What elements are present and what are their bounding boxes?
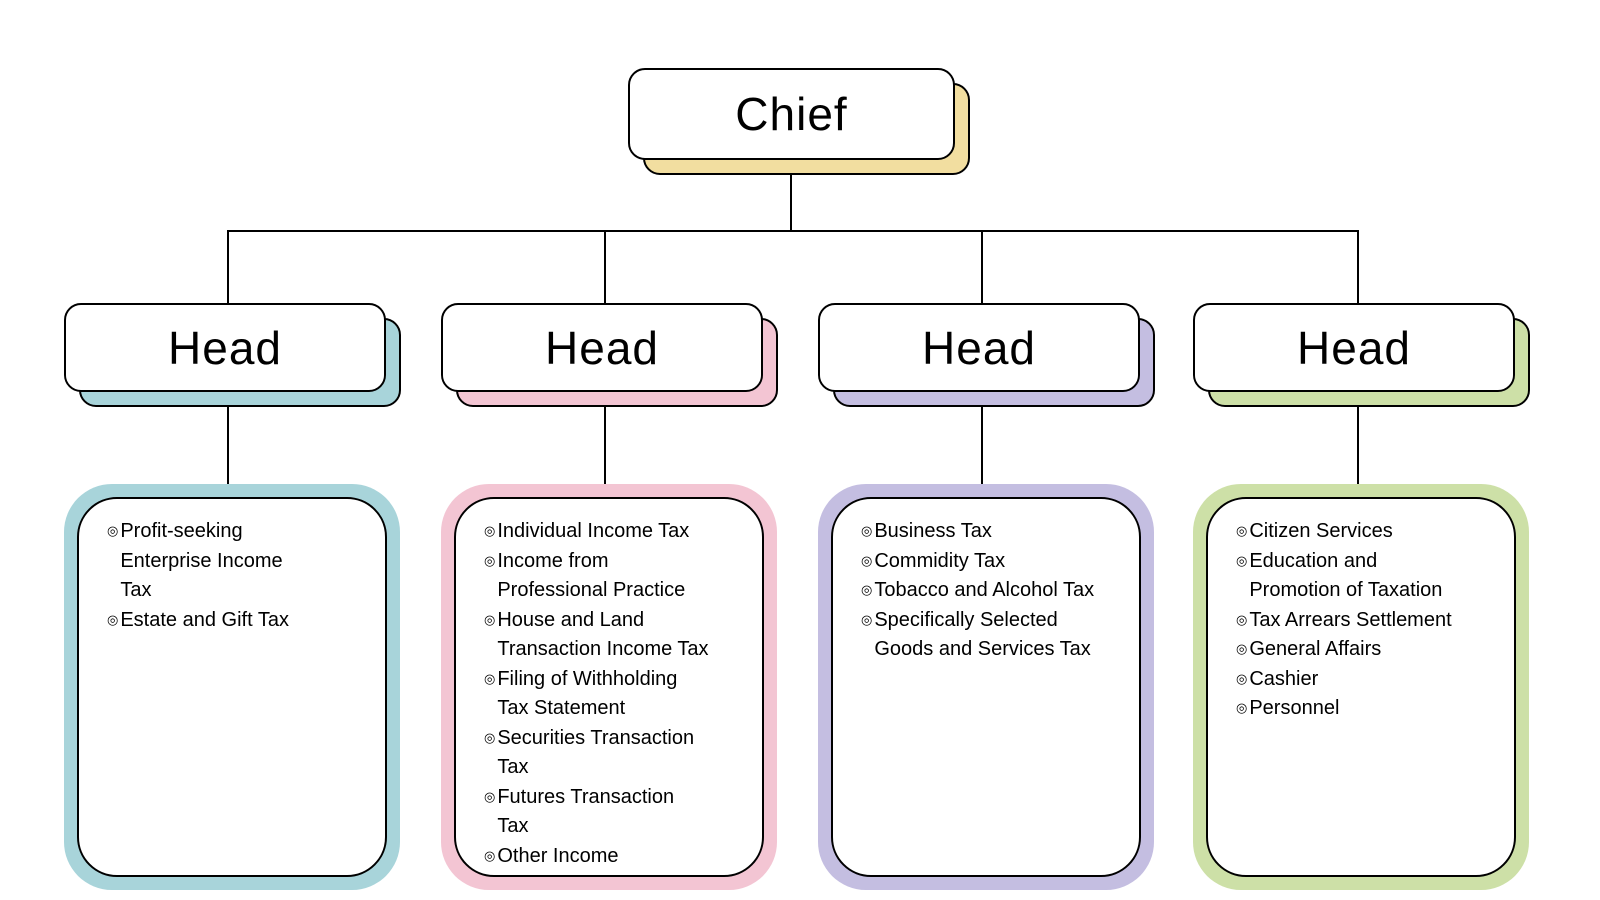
list-box-3: ◎ Business Tax ◎ Commidity Tax ◎ Tobacco… bbox=[818, 484, 1154, 890]
head-node-1-face: Head bbox=[64, 303, 386, 392]
bullseye-bullet-icon: ◎ bbox=[1236, 524, 1248, 539]
list-item-text: House and Land Transaction Income Tax bbox=[497, 608, 709, 661]
list-item-text: Profit-seeking Enterprise Income Tax bbox=[120, 520, 283, 601]
bullseye-bullet-icon: ◎ bbox=[484, 848, 496, 864]
head-label-4: Head bbox=[1297, 321, 1411, 374]
bullseye-bullet-icon: ◎ bbox=[484, 789, 496, 805]
list-item-text: Specifically Selected Goods and Services… bbox=[874, 608, 1091, 661]
list-item-text: Other Income bbox=[497, 844, 619, 867]
list-item: ◎ Individual Income Tax bbox=[484, 517, 754, 547]
list-box-2-inner: ◎ Individual Income Tax ◎ Income from Pr… bbox=[454, 497, 764, 877]
list-box-4: ◎ Citizen Services ◎ Education and Promo… bbox=[1193, 484, 1529, 890]
head-node-1: Head bbox=[64, 303, 401, 407]
list-item: ◎ Citizen Services bbox=[1236, 517, 1506, 547]
list-item: ◎ Other Income bbox=[484, 842, 754, 872]
head-node-2-face: Head bbox=[441, 303, 763, 392]
list-item: ◎ General Affairs bbox=[1236, 635, 1506, 665]
list-item-text: Income from Professional Practice bbox=[497, 549, 686, 602]
list-item: ◎ House and Land Transaction Income Tax bbox=[484, 606, 754, 665]
list-item: ◎ Filing of Withholding Tax Statement bbox=[484, 665, 754, 724]
list-item-text: Filing of Withholding Tax Statement bbox=[497, 667, 678, 720]
bullseye-bullet-icon: ◎ bbox=[1236, 701, 1248, 716]
list-item-text: Securities Transaction Tax bbox=[497, 726, 695, 779]
bullseye-bullet-icon: ◎ bbox=[484, 612, 496, 628]
bullseye-bullet-icon: ◎ bbox=[107, 524, 119, 539]
bullseye-bullet-icon: ◎ bbox=[861, 583, 873, 598]
list-item: ◎ Income from Professional Practice bbox=[484, 547, 754, 606]
list-box-1-inner: ◎ Profit-seeking Enterprise Income Tax ◎… bbox=[77, 497, 387, 877]
list-item: ◎ Business Tax bbox=[861, 517, 1131, 547]
bullseye-bullet-icon: ◎ bbox=[861, 553, 873, 569]
head-label-2: Head bbox=[545, 321, 659, 374]
list-item-text: Tobacco and Alcohol Tax bbox=[874, 579, 1095, 601]
list-item-text: Tax Arrears Settlement bbox=[1249, 608, 1452, 631]
list-item: ◎ Tobacco and Alcohol Tax bbox=[861, 576, 1131, 606]
bullseye-bullet-icon: ◎ bbox=[484, 524, 496, 539]
list-item: ◎ Profit-seeking Enterprise Income Tax bbox=[107, 517, 377, 606]
bullseye-bullet-icon: ◎ bbox=[861, 612, 873, 628]
head-node-2: Head bbox=[441, 303, 778, 407]
list-item: ◎ Specifically Selected Goods and Servic… bbox=[861, 606, 1131, 665]
bullseye-bullet-icon: ◎ bbox=[484, 730, 496, 746]
list-item-text: Commidity Tax bbox=[874, 549, 1006, 572]
list-item: ◎ Education and Promotion of Taxation bbox=[1236, 547, 1506, 606]
list-item-text: Individual Income Tax bbox=[497, 520, 690, 542]
bullseye-bullet-icon: ◎ bbox=[484, 671, 496, 687]
list-box-4-inner: ◎ Citizen Services ◎ Education and Promo… bbox=[1206, 497, 1516, 877]
head-label-1: Head bbox=[168, 321, 282, 374]
list-item: ◎ Futures Transaction Tax bbox=[484, 783, 754, 842]
list-item: ◎ Securities Transaction Tax bbox=[484, 724, 754, 783]
bullseye-bullet-icon: ◎ bbox=[1236, 642, 1248, 657]
list-item-text: Estate and Gift Tax bbox=[120, 608, 289, 631]
list-item-text: Citizen Services bbox=[1249, 520, 1393, 542]
list-item-text: Futures Transaction Tax bbox=[497, 785, 675, 838]
list-item-text: Education and Promotion of Taxation bbox=[1249, 549, 1443, 602]
head-node-4: Head bbox=[1193, 303, 1530, 407]
chief-node-face: Chief bbox=[628, 68, 955, 160]
bullseye-bullet-icon: ◎ bbox=[484, 553, 496, 569]
list-item-text: Personnel bbox=[1249, 697, 1340, 719]
list-item: ◎ Personnel bbox=[1236, 694, 1506, 724]
list-item: ◎ Commidity Tax bbox=[861, 547, 1131, 577]
list-item-text: Business Tax bbox=[874, 520, 992, 542]
bullseye-bullet-icon: ◎ bbox=[861, 524, 873, 539]
head-node-4-face: Head bbox=[1193, 303, 1515, 392]
chief-node: Chief bbox=[628, 68, 970, 175]
list-item: ◎ Tax Arrears Settlement bbox=[1236, 606, 1506, 636]
bullseye-bullet-icon: ◎ bbox=[107, 612, 119, 628]
bullseye-bullet-icon: ◎ bbox=[1236, 612, 1248, 628]
head-label-3: Head bbox=[922, 321, 1036, 374]
list-item-text: General Affairs bbox=[1249, 638, 1382, 660]
list-item: ◎ Estate and Gift Tax bbox=[107, 606, 377, 636]
list-item: ◎ Cashier bbox=[1236, 665, 1506, 695]
list-box-1: ◎ Profit-seeking Enterprise Income Tax ◎… bbox=[64, 484, 400, 890]
bullseye-bullet-icon: ◎ bbox=[1236, 553, 1248, 569]
head-node-3-face: Head bbox=[818, 303, 1140, 392]
list-box-3-inner: ◎ Business Tax ◎ Commidity Tax ◎ Tobacco… bbox=[831, 497, 1141, 877]
list-box-2: ◎ Individual Income Tax ◎ Income from Pr… bbox=[441, 484, 777, 890]
head-node-3: Head bbox=[818, 303, 1155, 407]
list-item-text: Cashier bbox=[1249, 667, 1319, 690]
bullseye-bullet-icon: ◎ bbox=[1236, 671, 1248, 687]
chief-label: Chief bbox=[735, 88, 848, 140]
